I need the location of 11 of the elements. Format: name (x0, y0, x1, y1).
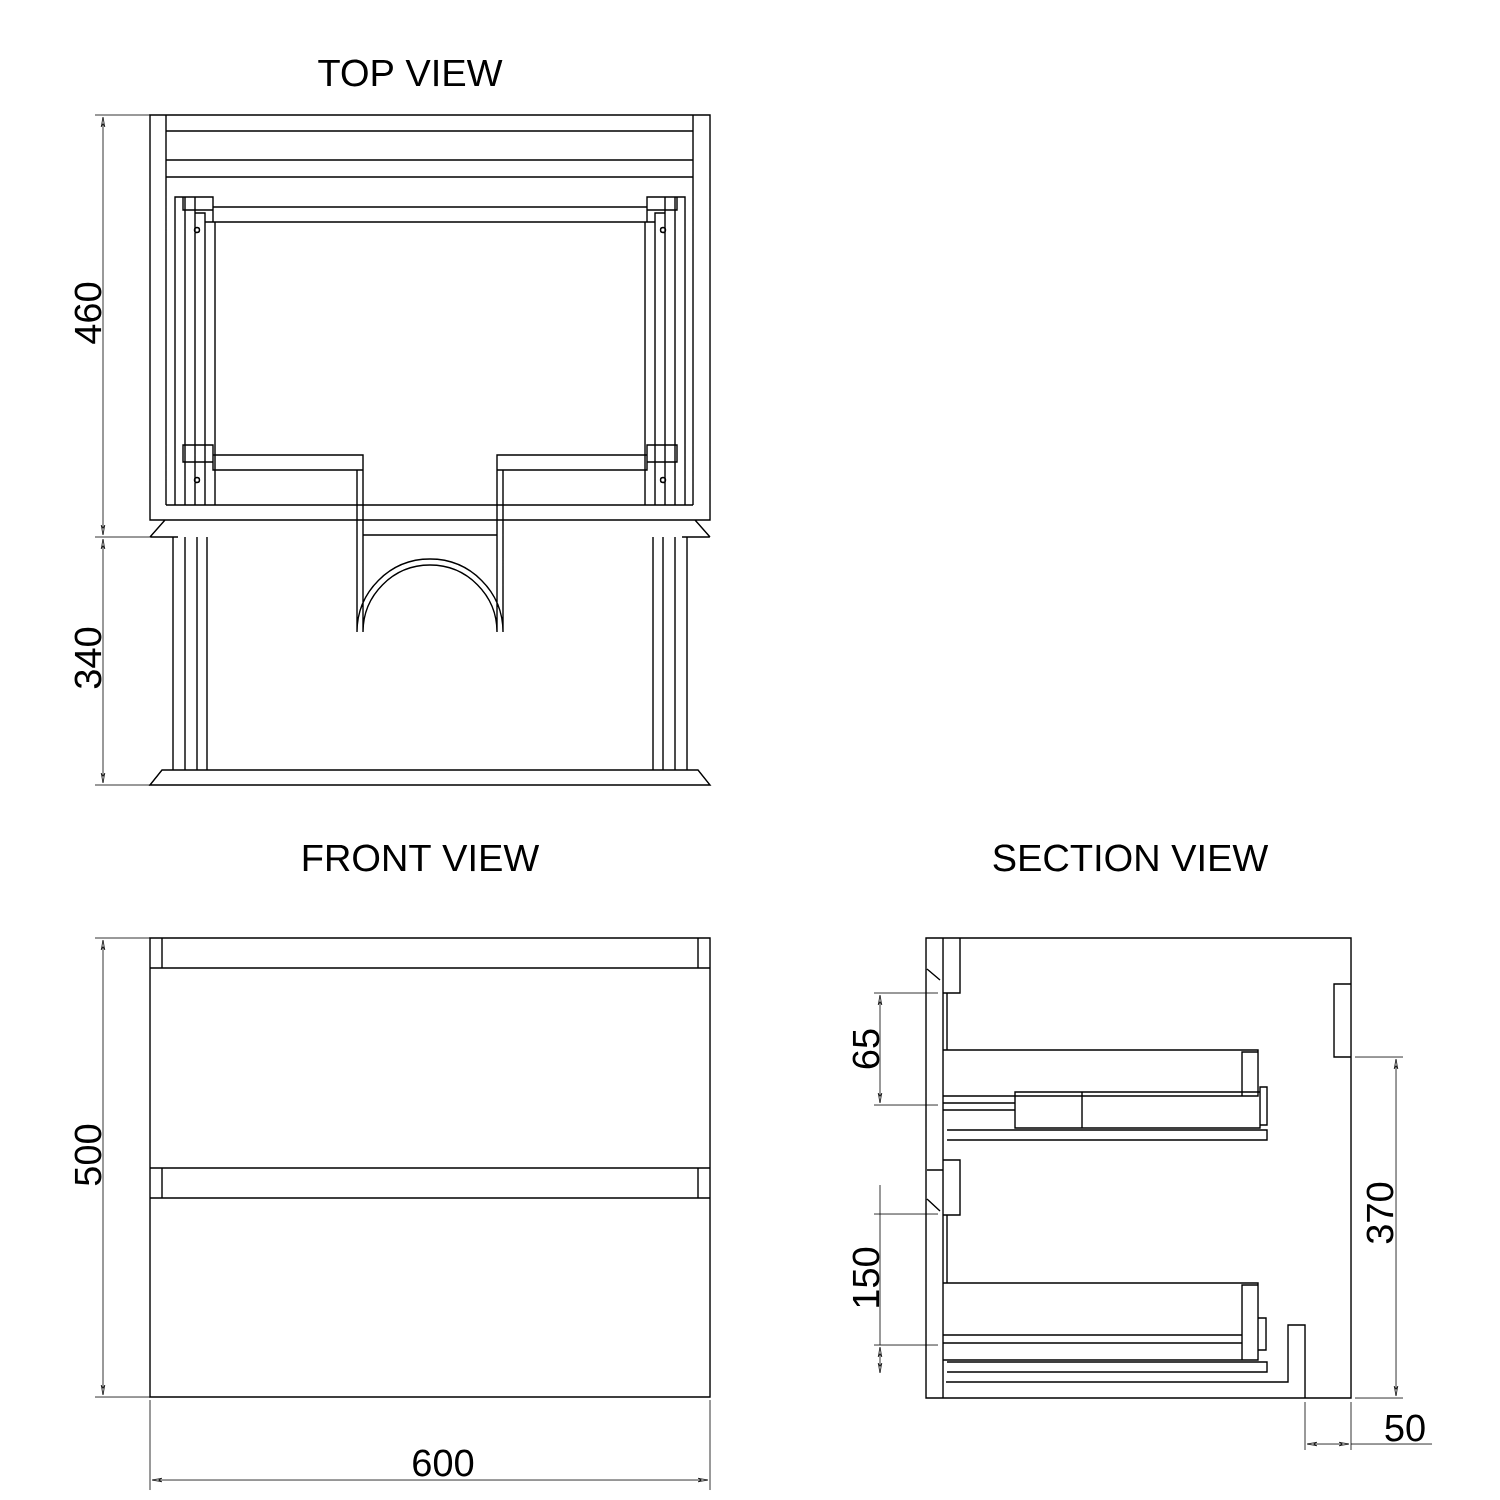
view-title: SECTION VIEW (993, 844, 1269, 872)
view-title: FRONT VIEW (303, 844, 540, 872)
dimension-label: 150 (852, 1247, 880, 1307)
dimension-label: 50 (1385, 1414, 1425, 1442)
dimension-label: 370 (1366, 1182, 1394, 1244)
dimension-label: 500 (74, 1124, 102, 1186)
dimension-label: 460 (74, 282, 102, 344)
dimension-label: 340 (74, 627, 102, 689)
dimension-label: 65 (852, 1029, 880, 1069)
view-title: TOP VIEW (318, 59, 503, 87)
dimension-label: 600 (413, 1449, 474, 1477)
